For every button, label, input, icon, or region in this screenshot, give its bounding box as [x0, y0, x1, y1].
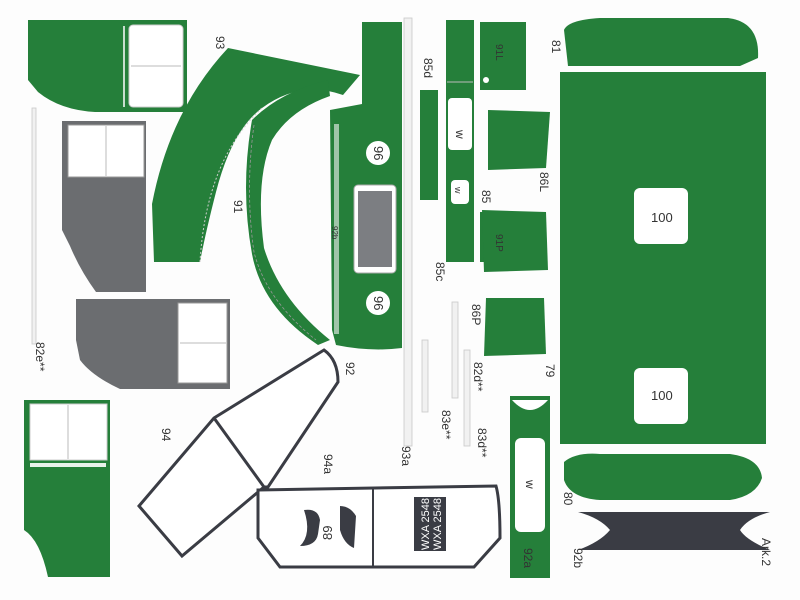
- label-92a: 92a: [521, 548, 535, 569]
- part-79: [560, 72, 766, 444]
- strip-83e: [421, 339, 429, 413]
- plate-2: WXA 2548: [432, 498, 444, 550]
- label-92b: 92b: [571, 548, 585, 569]
- label-86L: 86L: [537, 172, 551, 193]
- part-86L: [488, 110, 550, 170]
- windscreen-94: [137, 348, 340, 559]
- number-96-upper: 96: [371, 146, 386, 161]
- part-92b: [578, 512, 770, 550]
- label-82d: 82d**: [471, 362, 485, 392]
- front-body-92: [330, 22, 402, 350]
- part-86P: [484, 298, 546, 356]
- label-80: 80: [561, 492, 575, 506]
- label-93a: 93a: [399, 446, 413, 467]
- part-92a: [510, 396, 550, 578]
- number-96-lower: 96: [371, 296, 386, 311]
- label-91P: 91P: [493, 234, 504, 252]
- label-93: 93: [213, 36, 227, 50]
- label-91L: 91L: [493, 44, 504, 61]
- part-80: [564, 453, 762, 500]
- label-83e: 83e**: [439, 410, 453, 440]
- number-100-lower: 100: [651, 388, 673, 403]
- part-85-column: [446, 20, 474, 262]
- strip-82e: [31, 107, 37, 345]
- label-85c: 85c: [433, 262, 447, 282]
- cab-panel-top-left: [28, 20, 187, 112]
- strip-83d: [463, 349, 471, 447]
- part-91L: [480, 22, 526, 90]
- label-79: 79: [543, 364, 557, 378]
- sheet-label: Ark.2: [759, 538, 773, 567]
- label-85: 85: [479, 190, 493, 204]
- label-85d: 85d: [421, 58, 435, 79]
- number-100-upper: 100: [651, 210, 673, 225]
- arch-91: [246, 80, 330, 345]
- grey-panel-lower: [76, 299, 230, 389]
- label-92: 92: [343, 362, 357, 376]
- label-94: 94: [159, 428, 173, 442]
- mark-w-1: w: [453, 130, 467, 139]
- part-81: [564, 18, 759, 66]
- door-panel-bottom-left: [24, 400, 110, 577]
- strip-93a: [403, 17, 413, 447]
- strip-82d: [451, 301, 459, 399]
- label-81: 81: [549, 40, 563, 54]
- label-82e: 82e**: [33, 342, 47, 372]
- label-86P: 86P: [469, 304, 483, 326]
- grey-panel-upper: [62, 121, 146, 292]
- part-85d: [420, 90, 438, 200]
- mark-w-2: w: [453, 187, 463, 194]
- rear-panel-94a: [256, 484, 502, 569]
- label-92b-small: 92b: [330, 226, 339, 240]
- label-91: 91: [231, 200, 245, 214]
- plate-1: WXA 2548: [420, 498, 432, 550]
- arch-93: [152, 48, 360, 263]
- label-89: 89: [320, 525, 335, 540]
- label-83d: 83d**: [475, 428, 489, 458]
- part-85-lower: [482, 210, 548, 272]
- label-94a: 94a: [321, 454, 335, 475]
- mark-w-3: w: [523, 480, 537, 489]
